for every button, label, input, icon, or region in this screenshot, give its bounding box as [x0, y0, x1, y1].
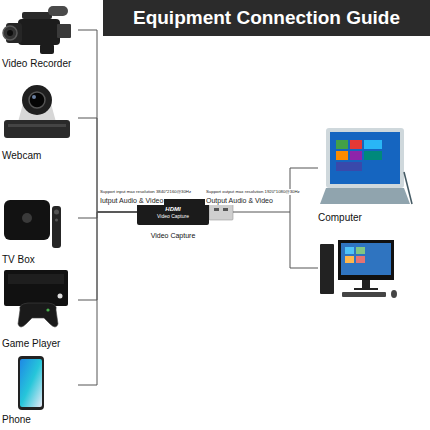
game-console-icon [8, 274, 64, 284]
signal-label: Output Audio & Video [205, 196, 274, 205]
camcorder-icon [57, 24, 71, 38]
device-label: Video Recorder [2, 58, 71, 70]
webcam-icon [32, 95, 36, 99]
usb-plug [214, 208, 219, 211]
desktop-icon [341, 243, 391, 275]
cable-line [78, 30, 137, 212]
webcam-icon [8, 124, 66, 127]
tv-box-icon [52, 206, 61, 248]
device-group: Phone [2, 354, 78, 426]
tablet-icon [330, 132, 400, 184]
game-console-icon [4, 270, 68, 327]
tablet-icon [364, 140, 382, 149]
usb-plug [209, 204, 233, 220]
title-bar [103, 0, 430, 36]
capture-card: HDMIVideo CaptureVideo Capture [137, 199, 233, 240]
tablet-icon [336, 140, 348, 149]
tablet-icon [404, 172, 412, 204]
desktop-icon [356, 247, 365, 254]
tv-box-icon [4, 200, 50, 240]
tv-box-icon [22, 213, 32, 223]
tablet-icon [320, 128, 412, 204]
tablet-icon [336, 151, 348, 160]
tv-box-icon [54, 210, 59, 215]
camcorder-icon [48, 6, 68, 16]
cable-line [78, 212, 137, 300]
device-label: Computer [318, 212, 362, 224]
spec-note: Support output max resolution 1920*1080@… [205, 189, 301, 195]
camcorder-icon [18, 19, 60, 45]
game-console-icon [4, 270, 68, 306]
desktop-icon [320, 244, 334, 294]
camcorder-icon [40, 44, 54, 54]
device-label: Webcam [2, 150, 41, 162]
game-console-icon [46, 308, 49, 311]
desktop-icon [342, 292, 386, 297]
desktop-icon [356, 256, 365, 263]
tv-box-icon [55, 219, 58, 222]
bracket-wire [290, 212, 318, 268]
webcam-icon [4, 120, 70, 138]
game-console-icon [58, 294, 63, 299]
webcam-icon [4, 85, 70, 138]
spec-note: Support input max resolution 3840*2160@3… [99, 189, 192, 195]
device-group: TV Box [2, 188, 78, 266]
cable-line [78, 212, 137, 218]
desktop-icon [391, 290, 397, 298]
desktop-icon [354, 288, 378, 290]
phone-icon [18, 356, 44, 410]
game-console-icon [18, 303, 58, 327]
webcam-icon [22, 85, 52, 115]
device-group: Computer [318, 128, 414, 224]
bracket-wire [290, 212, 318, 268]
tablet-icon [364, 151, 382, 160]
desktop-icon [338, 240, 394, 280]
tablet-icon [320, 188, 410, 204]
webcam-icon [29, 92, 45, 108]
usb-plug [209, 204, 233, 220]
device-group: Webcam [2, 80, 78, 162]
tablet-icon [326, 128, 404, 188]
desktop-icon [362, 280, 370, 288]
product-text: Video Capture [157, 213, 189, 219]
desktop-icon [320, 240, 397, 298]
device-label: Video Capture [137, 231, 209, 240]
device-label: TV Box [2, 254, 35, 266]
brand-text: HDMI [165, 206, 180, 213]
camcorder-icon [3, 26, 17, 40]
title-bar [103, 0, 430, 36]
phone-icon [20, 359, 42, 407]
device-group: Game Player [2, 268, 78, 350]
tv-box-icon [4, 200, 61, 248]
camcorder-icon [22, 12, 52, 19]
usb-plug [223, 208, 228, 211]
device-group: Video Recorder [2, 2, 78, 70]
desktop-icon [345, 247, 354, 254]
camcorder-icon [3, 6, 71, 54]
tablet-icon [350, 140, 362, 149]
desktop-icon [345, 256, 354, 263]
cable-line [78, 212, 137, 385]
device-label: Game Player [2, 338, 60, 350]
title: Equipment Connection Guide [103, 0, 430, 36]
device-label: Phone [2, 414, 31, 426]
signal-label: Iutput Audio & Video [99, 196, 164, 205]
phone-icon [18, 356, 44, 410]
tablet-icon [336, 162, 362, 171]
camcorder-icon [7, 30, 13, 36]
tablet-icon [350, 151, 362, 160]
